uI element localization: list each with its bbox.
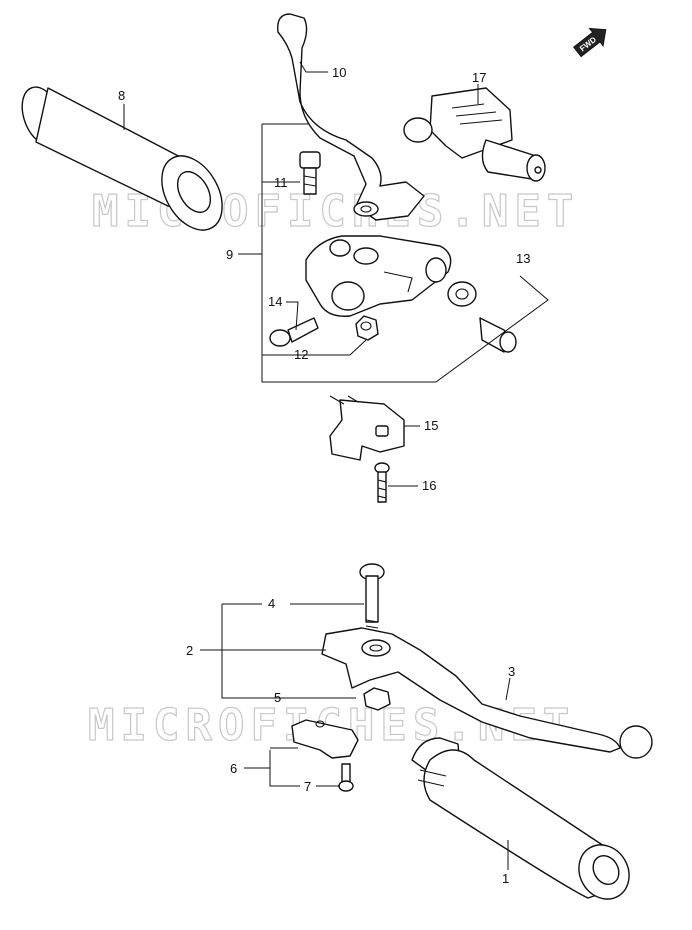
cable-adjuster-part[interactable] bbox=[447, 281, 517, 353]
left-grip-part[interactable] bbox=[15, 82, 235, 241]
lever-bracket-part[interactable] bbox=[305, 235, 452, 317]
fwd-arrow-icon: FWD bbox=[572, 27, 607, 58]
switch-screw-part[interactable] bbox=[374, 462, 390, 503]
callout-16[interactable]: 16 bbox=[422, 478, 436, 493]
callout-13[interactable]: 13 bbox=[516, 251, 530, 266]
callout-3[interactable]: 3 bbox=[508, 664, 515, 679]
lever-nut-part[interactable] bbox=[363, 687, 391, 711]
callout-5[interactable]: 5 bbox=[274, 690, 281, 705]
callout-11[interactable]: 11 bbox=[274, 175, 288, 190]
clutch-lever-part[interactable] bbox=[277, 13, 425, 221]
lever-pivot-bolt-part[interactable] bbox=[359, 563, 385, 629]
callout-9[interactable]: 9 bbox=[226, 247, 233, 262]
callout-12[interactable]: 12 bbox=[294, 347, 308, 362]
callout-2[interactable]: 2 bbox=[186, 643, 193, 658]
callout-1[interactable]: 1 bbox=[502, 871, 509, 886]
callout-7[interactable]: 7 bbox=[304, 779, 311, 794]
switch-block-part[interactable] bbox=[403, 87, 546, 182]
callout-17[interactable]: 17 bbox=[472, 70, 486, 85]
brake-switch-part[interactable] bbox=[291, 719, 359, 759]
throttle-grip-part[interactable] bbox=[411, 737, 639, 908]
brake-switch-screw-part[interactable] bbox=[338, 763, 354, 792]
small-bolt-part[interactable] bbox=[269, 317, 319, 347]
callout-6[interactable]: 6 bbox=[230, 761, 237, 776]
callout-10[interactable]: 10 bbox=[332, 65, 346, 80]
brake-lever-part[interactable] bbox=[321, 627, 653, 759]
clutch-switch-part[interactable] bbox=[329, 395, 405, 461]
callout-15[interactable]: 15 bbox=[424, 418, 438, 433]
callout-4[interactable]: 4 bbox=[268, 596, 275, 611]
callout-14[interactable]: 14 bbox=[268, 294, 282, 309]
callout-8[interactable]: 8 bbox=[118, 88, 125, 103]
pivot-bolt-part[interactable] bbox=[299, 151, 321, 195]
nut-part[interactable] bbox=[355, 315, 379, 341]
